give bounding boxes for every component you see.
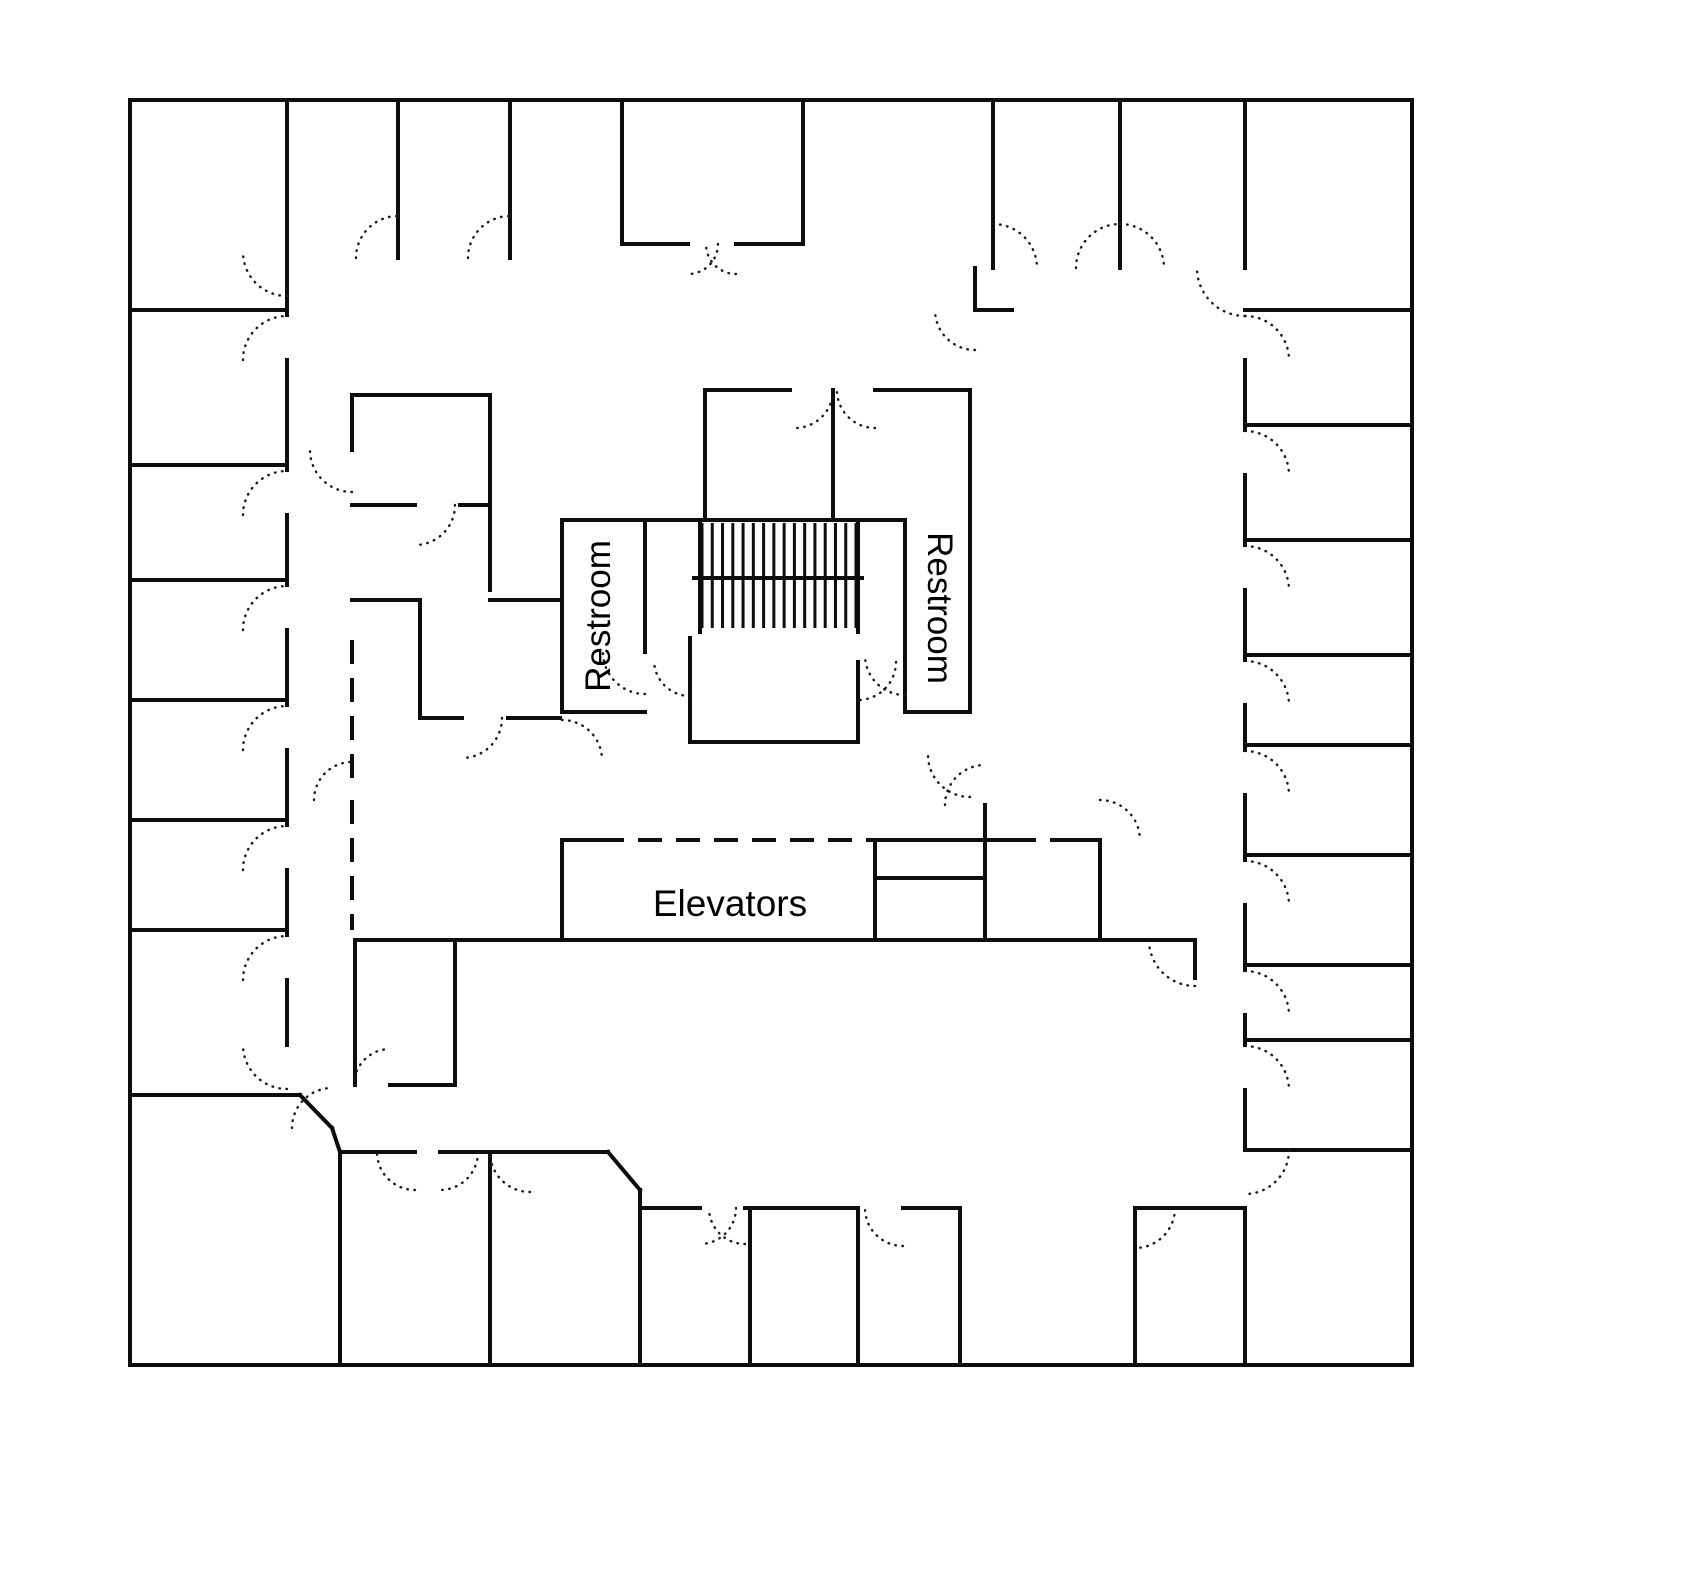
door-swing-arc	[312, 760, 354, 802]
door-swing-arc	[933, 308, 977, 352]
restroom-left-label: Restroom	[579, 540, 618, 692]
door-swing-arc	[707, 1206, 747, 1246]
door-swing-arc	[1074, 222, 1122, 270]
door-swing-arc	[1118, 222, 1166, 270]
door-swing-arc	[698, 1206, 738, 1246]
door-swing-arc	[1133, 1206, 1177, 1250]
door-swing-arc	[926, 753, 972, 799]
door-swing-arc	[375, 1150, 417, 1192]
door-swing-arc	[241, 250, 289, 298]
door-swing-arc	[1243, 1044, 1291, 1092]
door-swing-arc	[488, 1150, 532, 1194]
wall-segment	[297, 1092, 335, 1131]
door-swing-arc	[1243, 859, 1291, 907]
door-swing-arc	[560, 718, 604, 762]
door-swing-arc	[308, 448, 354, 494]
door-swing-arc	[438, 1150, 480, 1192]
door-swing-arc	[652, 658, 692, 698]
wall-segment	[329, 1125, 343, 1155]
door-swing-arc	[1243, 969, 1291, 1017]
door-swing-arc	[241, 314, 289, 362]
door-swing-arcs-group	[241, 214, 1291, 1250]
door-swing-arc	[1243, 544, 1291, 592]
door-swing-arc	[241, 584, 289, 632]
door-swing-arc	[241, 469, 289, 517]
door-swing-arc	[1243, 1148, 1291, 1196]
door-swing-arc	[413, 503, 457, 547]
door-swing-arc	[686, 242, 720, 276]
door-swing-arc	[1243, 749, 1291, 797]
door-swing-arc	[835, 388, 877, 430]
walls-group	[128, 98, 1414, 1367]
staircase	[700, 523, 858, 628]
door-swing-arc	[793, 388, 835, 430]
door-swing-arc	[1243, 314, 1291, 362]
door-swing-arc	[863, 1206, 905, 1248]
door-swing-arc	[352, 1047, 392, 1087]
door-swing-arc	[856, 660, 898, 702]
door-swing-arc	[991, 222, 1039, 270]
door-swing-arc	[1147, 938, 1197, 988]
door-swing-arc	[704, 242, 738, 276]
door-swing-arc	[241, 1043, 289, 1091]
door-swing-arc	[1243, 429, 1291, 477]
door-swing-arc	[241, 704, 289, 752]
elevators-label: Elevators	[653, 883, 807, 924]
restroom-right-label: Restroom	[920, 532, 959, 684]
door-swing-arc	[466, 214, 512, 260]
door-swing-arc	[1243, 659, 1291, 707]
door-swing-arc	[460, 716, 504, 760]
dashed-walls-group	[350, 640, 1065, 930]
door-swing-arc	[601, 650, 647, 696]
door-swing-arc	[1098, 798, 1142, 842]
wall-segment	[605, 1149, 643, 1193]
door-swing-arc	[241, 934, 289, 982]
door-swing-arc	[1195, 266, 1247, 318]
door-swing-arc	[354, 214, 400, 260]
door-swing-arc	[943, 763, 987, 807]
door-swing-arc	[241, 824, 289, 872]
door-swing-arc	[290, 1086, 334, 1130]
door-swing-arc	[863, 653, 907, 697]
